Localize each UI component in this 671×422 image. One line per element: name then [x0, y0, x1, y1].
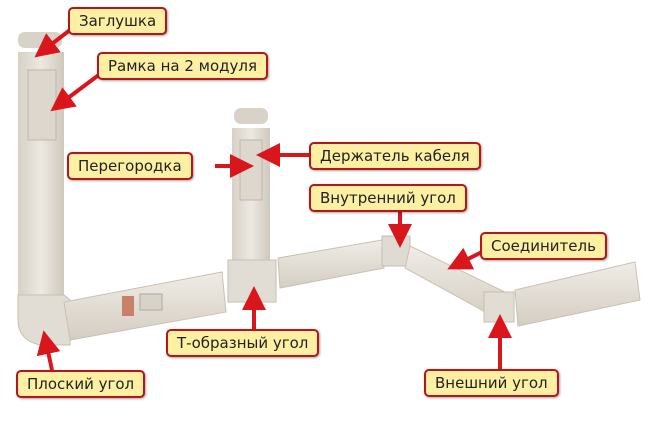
arrow-cap: [34, 28, 72, 58]
arrow-flat-corner: [36, 330, 61, 371]
label-frame: Рамка на 2 модуля: [97, 52, 269, 80]
label-cable-holder: Держатель кабеля: [309, 142, 481, 170]
middle-horizontal-channel: [277, 239, 385, 289]
arrow-frame: [50, 72, 102, 112]
label-inner-corner: Внутренний угол: [309, 184, 467, 212]
label-flat-corner: Плоский угол: [16, 370, 146, 398]
label-t-corner: Т-образный угол: [166, 329, 320, 357]
t-corner: [227, 259, 277, 303]
flat-corner: [17, 294, 71, 346]
inner-corner: [381, 235, 411, 267]
outer-corner: [483, 291, 515, 323]
label-cap: Заглушка: [68, 7, 168, 35]
label-connector: Соединитель: [480, 232, 607, 260]
right-channel: [514, 261, 641, 327]
label-outer-corner: Внешний угол: [424, 369, 559, 397]
arrow-connector: [447, 247, 483, 270]
middle-cap: [234, 108, 268, 124]
label-divider: Перегородка: [67, 152, 193, 180]
